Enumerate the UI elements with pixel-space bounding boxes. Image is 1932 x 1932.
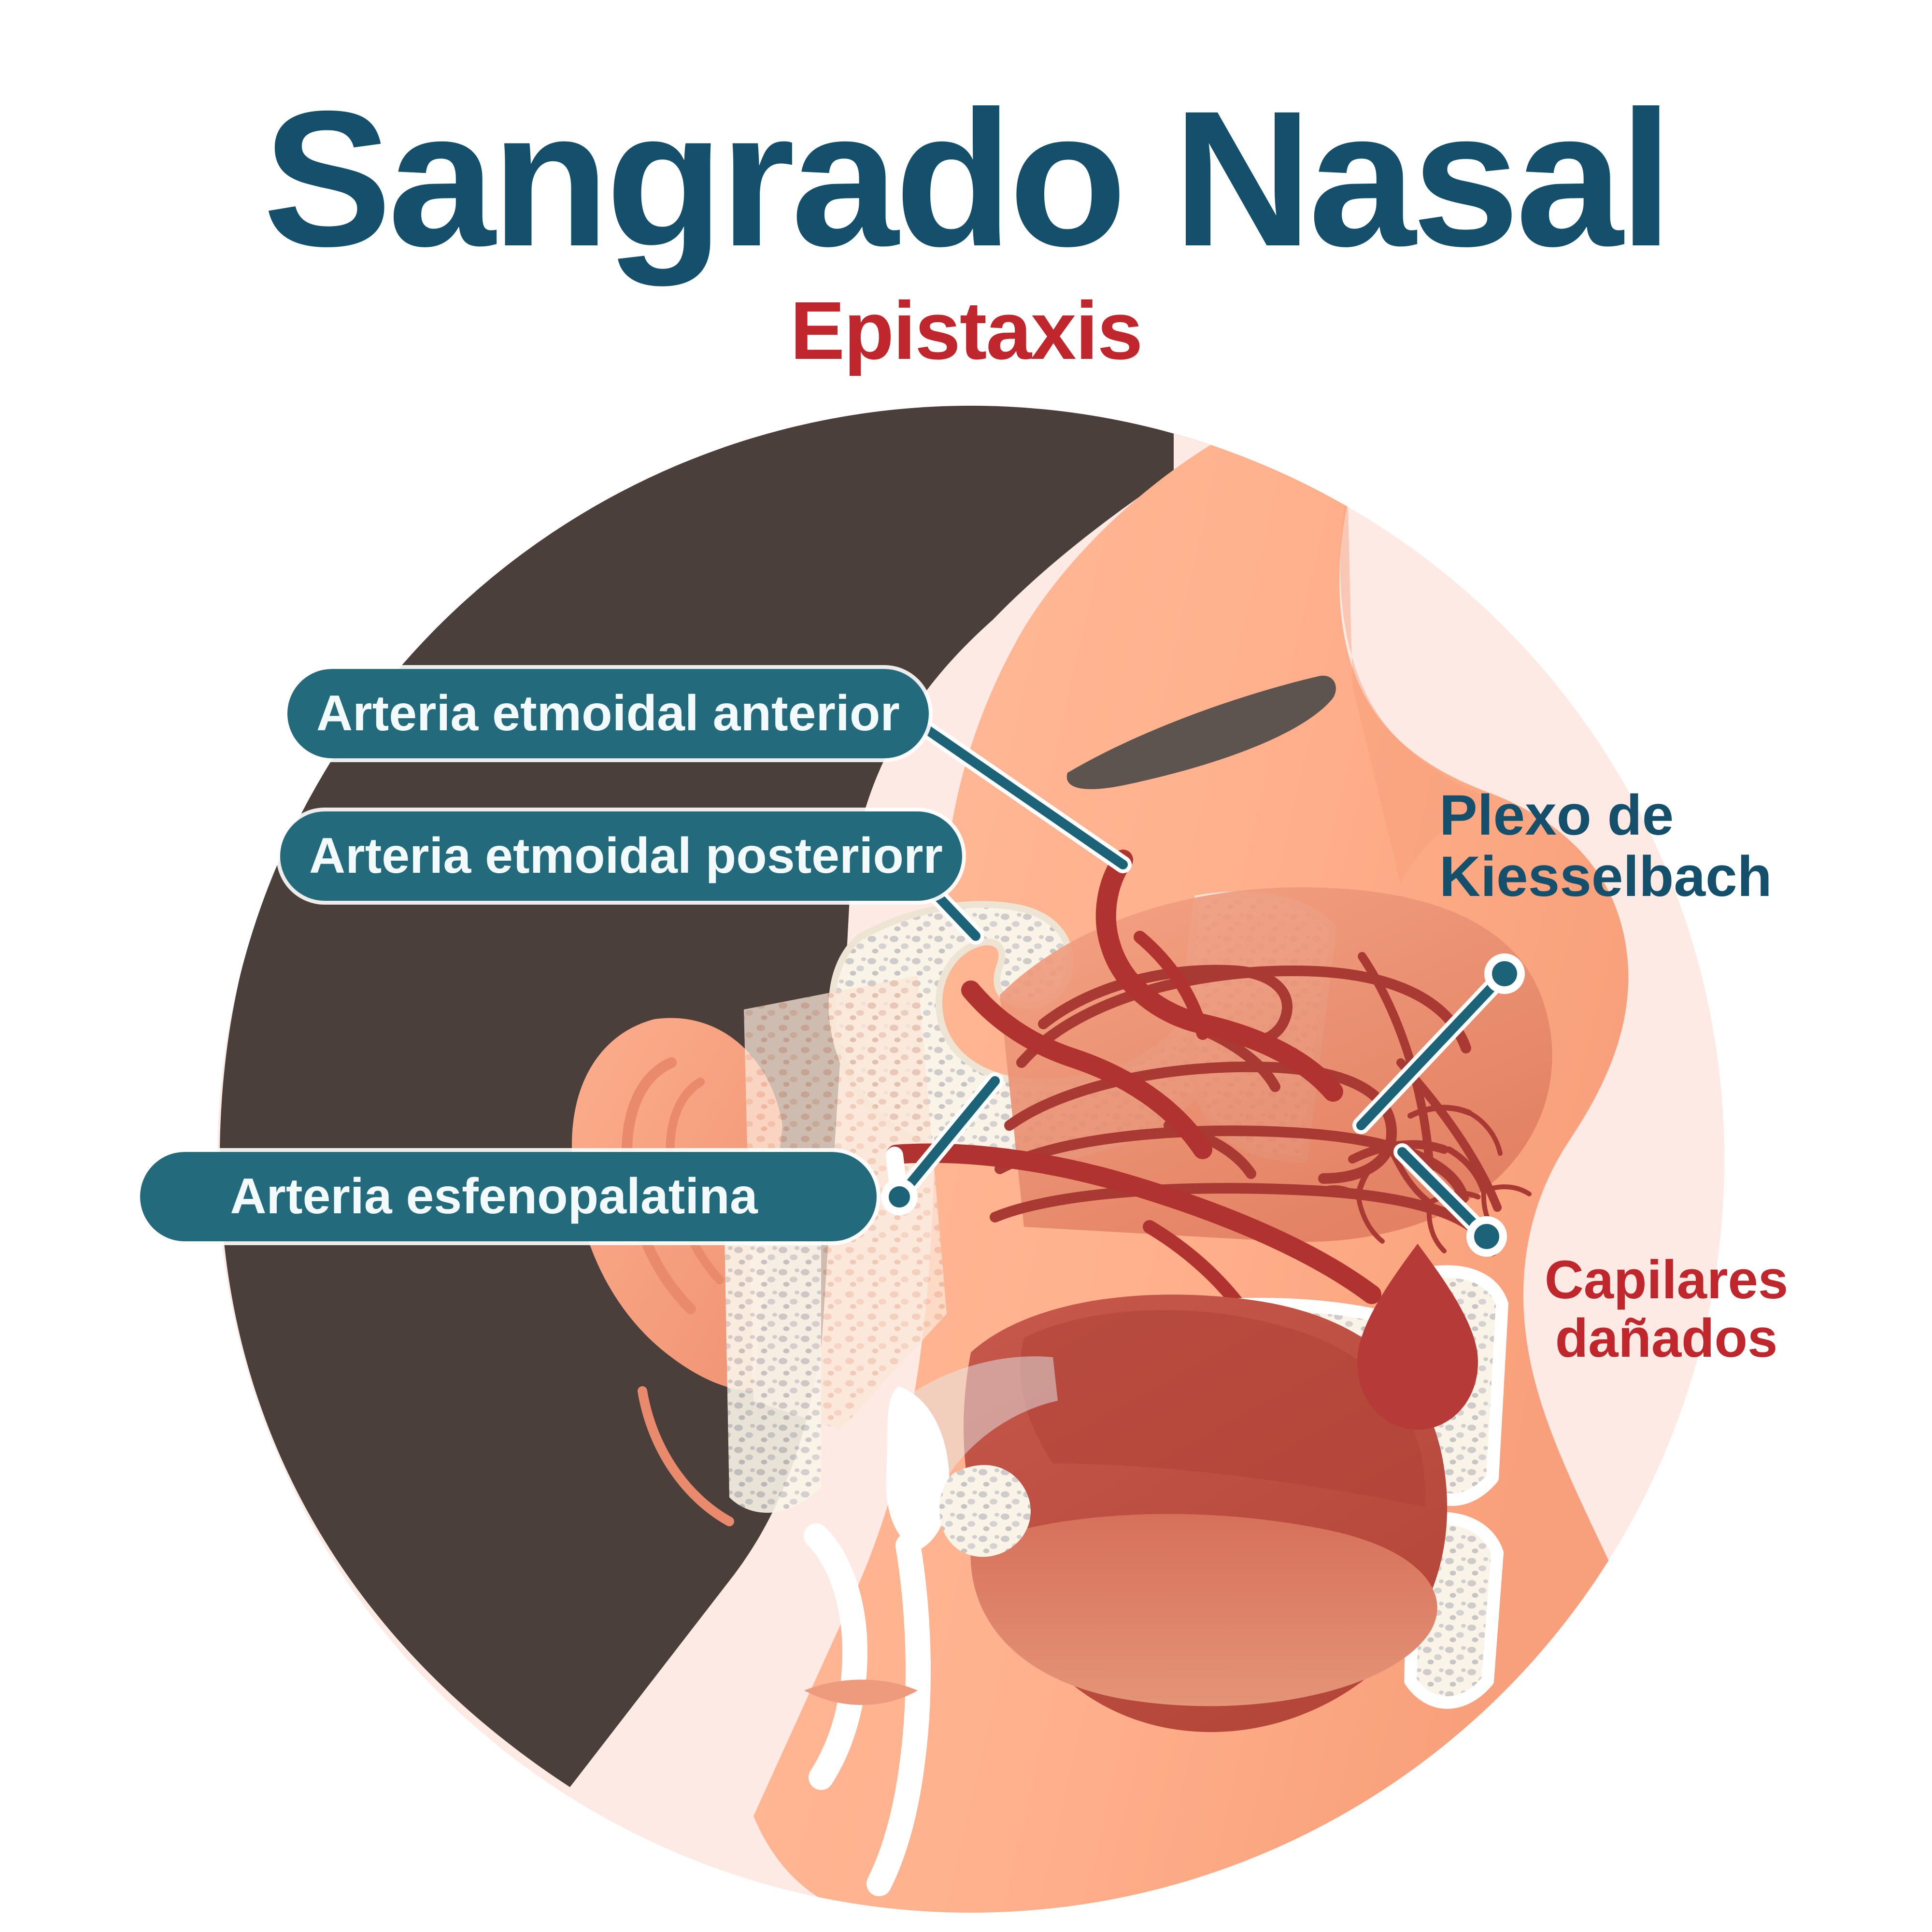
uvula [886, 1386, 950, 1550]
callout-plexo-de-kiesselbach: Plexo de Kiesselbach [1439, 783, 1772, 909]
callout-arteria-esfenopalatina[interactable]: Arteria esfenopalatina [140, 1152, 877, 1241]
callout-arteria-etmoidal-posterior[interactable]: Arteria etmoidal posteriorr [280, 811, 962, 901]
callout-label: Arteria etmoidal posteriorr [309, 828, 943, 884]
posterior-ethmoidal-artery [961, 980, 1212, 1159]
kiesselbach-line-1: Plexo de [1439, 783, 1674, 847]
nose-bridge-shadow [1340, 488, 1492, 884]
callout-label: Arteria esfenopalatina [230, 1168, 758, 1224]
capilares-line-1: Capilares [1544, 1250, 1789, 1310]
sphenopalatine-artery [886, 1143, 1381, 1304]
callout-capilares-danados: Capilares dañados [1492, 1250, 1840, 1368]
capilares-line-2: dañados [1555, 1307, 1778, 1368]
page-subtitle: Epistaxis [790, 285, 1143, 377]
callout-label: Arteria etmoidal anterior [316, 685, 900, 741]
connector-arteria-esfenopalatina [881, 1072, 1004, 1215]
lower-teeth [867, 1533, 931, 1896]
connector-capilares-danados [1393, 1143, 1507, 1257]
kiesselbach-plexus-capillaries [1322, 1105, 1532, 1253]
tongue [970, 1514, 1437, 1706]
blood-drop [1357, 1244, 1478, 1430]
upper-teeth [804, 1523, 868, 1790]
page-title: Sangrado Nasal [263, 71, 1673, 286]
oral-cavity-shadow [1020, 1310, 1425, 1507]
header: Sangrado Nasal Epistaxis [0, 0, 1932, 372]
connector-plexo-de-kiesselbach [1352, 953, 1525, 1134]
callout-arteria-etmoidal-anterior[interactable]: Arteria etmoidal anterior [287, 669, 929, 758]
tonsil [939, 1465, 1031, 1557]
lip-crease [804, 1679, 918, 1705]
eyebrow [1066, 675, 1336, 789]
sphenoid-process [724, 1222, 821, 1513]
anterior-ethmoidal-artery [1095, 850, 1343, 1102]
kiesselbach-line-2: Kiesselbach [1439, 845, 1772, 909]
anterior-ethmoidal-artery-branch [1134, 931, 1209, 1040]
